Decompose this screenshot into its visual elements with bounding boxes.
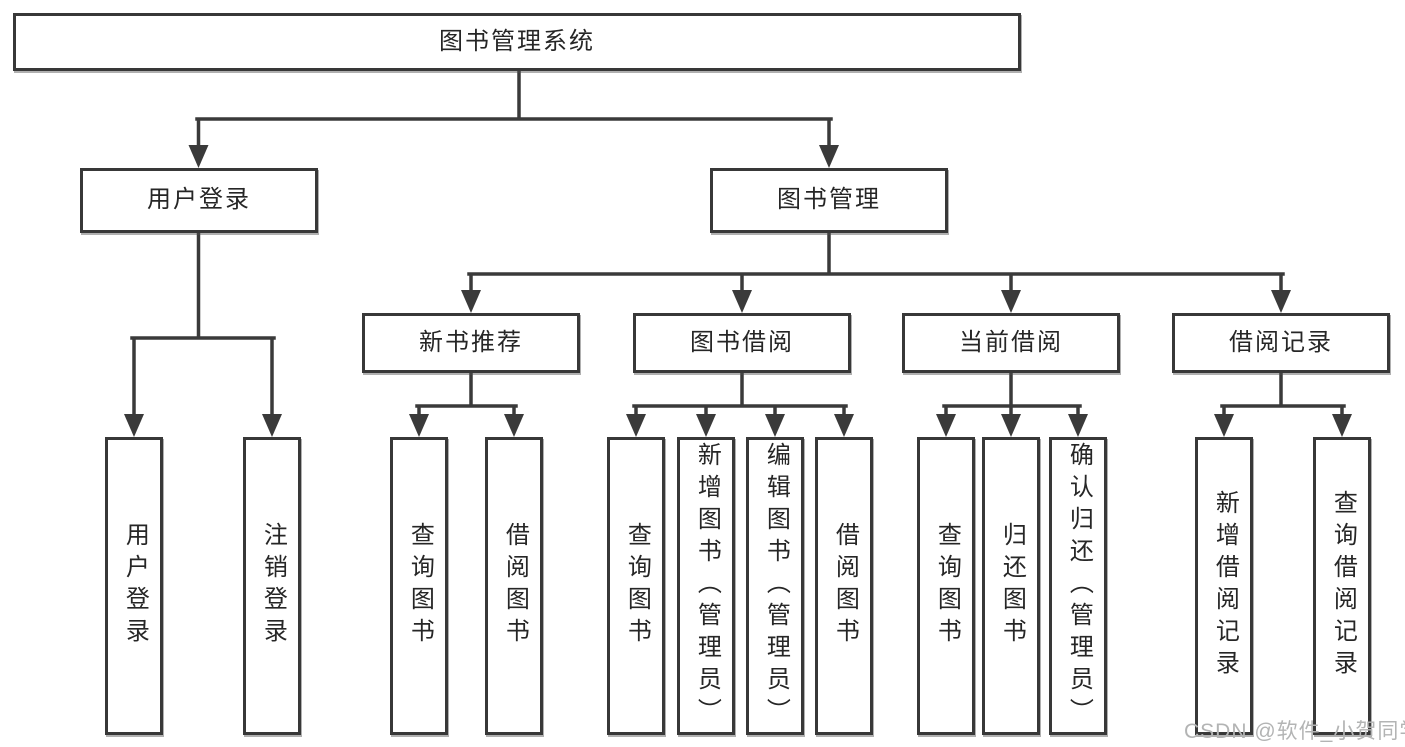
connector-borrow-records-to-leaves: [1220, 369, 1346, 422]
arrowhead-down-icon: [461, 290, 481, 313]
arrowhead-down-icon: [936, 414, 956, 437]
node-book-borrow: 图书借阅: [633, 313, 851, 373]
node-root-library-system: 图书管理系统: [13, 13, 1021, 71]
node-borrow-records: 借阅记录: [1172, 313, 1390, 373]
node-label: 借阅图书: [831, 522, 859, 650]
node-label: 借阅图书: [501, 522, 529, 650]
arrowhead-down-icon: [819, 145, 839, 168]
node-current-borrow: 当前借阅: [902, 313, 1120, 373]
connector-new-book-recommend-to-leaves: [415, 369, 518, 422]
node-leaf-borrow-book-1: 借阅图书: [485, 437, 543, 735]
arrowhead-down-icon: [1271, 290, 1291, 313]
node-label: 图书管理系统: [439, 27, 595, 55]
node-leaf-query-book-3: 查询图书: [917, 437, 975, 735]
connector-root-to-level2: [195, 65, 833, 152]
node-new-book-recommend: 新书推荐: [362, 313, 580, 373]
arrowhead-down-icon: [732, 290, 752, 313]
csdn-watermark: CSDN @软件_小贺同学: [1184, 720, 1405, 743]
arrowhead-down-icon: [696, 414, 716, 437]
node-label: 新书推荐: [419, 328, 523, 356]
node-leaf-add-borrow-record: 新增借阅记录: [1195, 437, 1253, 735]
node-label: 查询图书: [406, 522, 434, 650]
arrowhead-down-icon: [504, 414, 524, 437]
node-leaf-query-book-2: 查询图书: [607, 437, 665, 735]
node-label: 编辑图书（管理员）: [762, 442, 790, 730]
node-leaf-edit-book-admin: 编辑图书（管理员）: [746, 437, 804, 735]
node-leaf-confirm-return-admin: 确认归还（管理员）: [1049, 437, 1107, 735]
arrowhead-down-icon: [1068, 414, 1088, 437]
arrowhead-down-icon: [834, 414, 854, 437]
node-label: 用户登录: [147, 186, 251, 214]
arrowhead-down-icon: [262, 414, 282, 437]
arrowhead-down-icon: [188, 145, 209, 168]
node-label: 用户登录: [121, 522, 149, 650]
connector-user-login-to-leaves: [130, 229, 276, 422]
node-leaf-query-borrow-record: 查询借阅记录: [1313, 437, 1371, 735]
node-label: 新增借阅记录: [1211, 490, 1239, 682]
node-leaf-logout: 注销登录: [243, 437, 301, 735]
node-label: 当前借阅: [959, 328, 1063, 356]
node-label: 查询图书: [623, 522, 651, 650]
node-label: 查询图书: [933, 522, 961, 650]
arrowhead-down-icon: [409, 414, 429, 437]
connector-book-management-to-level3: [467, 229, 1285, 297]
node-label: 归还图书: [998, 522, 1026, 650]
node-label: 图书管理: [777, 186, 881, 214]
node-label: 注销登录: [259, 522, 287, 650]
node-label: 查询借阅记录: [1329, 490, 1357, 682]
connector-book-borrow-to-leaves: [632, 369, 848, 422]
node-user-login: 用户登录: [80, 168, 318, 233]
arrowhead-down-icon: [1001, 414, 1021, 437]
arrowhead-down-icon: [124, 414, 144, 437]
node-label: 新增图书（管理员）: [693, 442, 721, 730]
arrowhead-down-icon: [765, 414, 785, 437]
node-label: 图书借阅: [690, 328, 794, 356]
connector-current-borrow-to-leaves: [942, 369, 1082, 422]
node-leaf-add-book-admin: 新增图书（管理员）: [677, 437, 735, 735]
arrowhead-down-icon: [626, 414, 646, 437]
arrowhead-down-icon: [1214, 414, 1234, 437]
node-leaf-query-book-1: 查询图书: [390, 437, 448, 735]
node-book-management: 图书管理: [710, 168, 948, 233]
node-leaf-user-login: 用户登录: [105, 437, 163, 735]
node-leaf-borrow-book-2: 借阅图书: [815, 437, 873, 735]
arrowhead-down-icon: [1332, 414, 1352, 437]
node-label: 借阅记录: [1229, 328, 1333, 356]
node-label: 确认归还（管理员）: [1065, 442, 1093, 730]
arrowhead-down-icon: [1001, 290, 1021, 313]
node-leaf-return-book: 归还图书: [982, 437, 1040, 735]
